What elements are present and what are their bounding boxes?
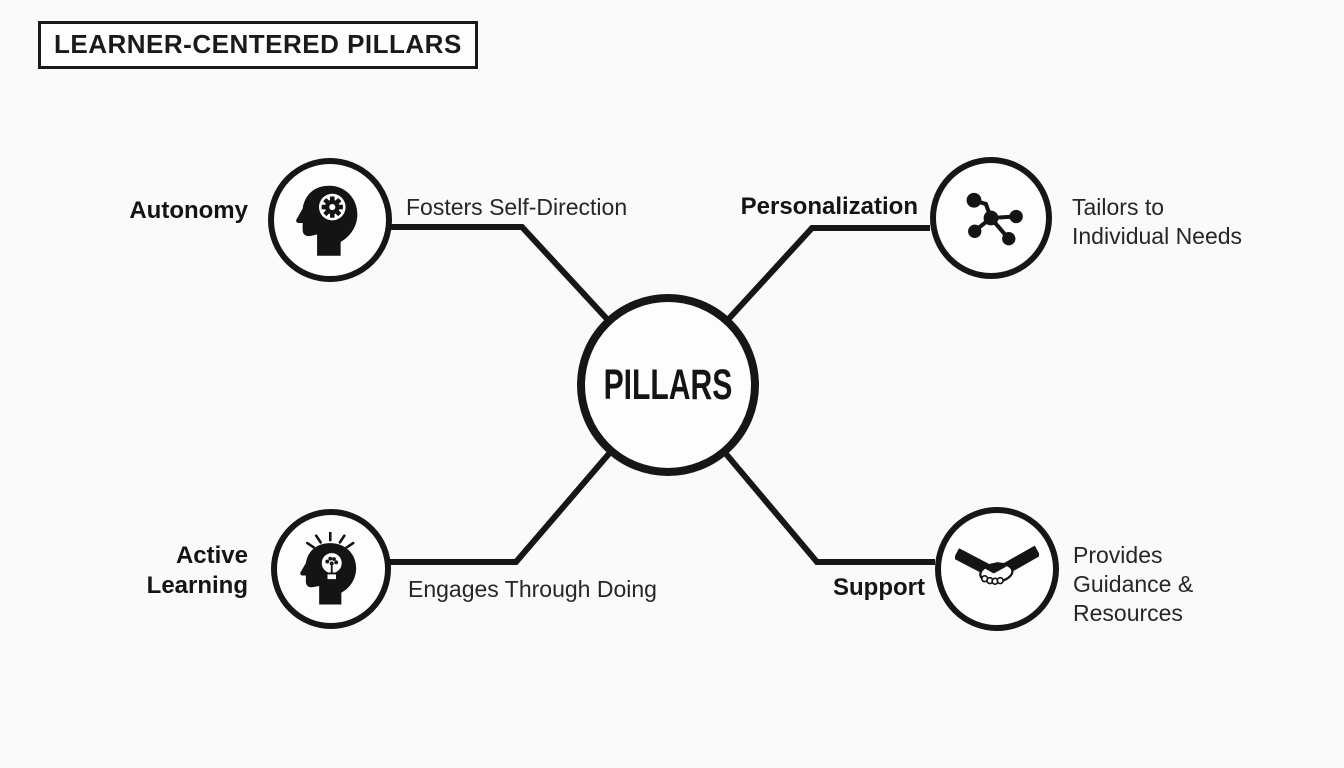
- active-learning-label: Active Learning: [146, 542, 248, 599]
- personalization-label: Personalization: [740, 193, 918, 220]
- title-box: LEARNER-CENTERED PILLARS: [38, 21, 478, 69]
- handshake-icon: [955, 545, 1039, 585]
- support-node-circle: [935, 507, 1059, 631]
- support-label: Support: [833, 574, 925, 601]
- personalization-description: Tailors to Individual Needs: [1072, 194, 1243, 249]
- center-node-circle: PILLARS: [577, 294, 759, 476]
- support-description: Provides Guidance & Resources: [1073, 542, 1194, 626]
- active-learning-description: Engages Through Doing: [408, 576, 657, 602]
- center-node-label: PILLARS: [603, 360, 733, 409]
- diagram-title: LEARNER-CENTERED PILLARS: [54, 29, 462, 59]
- network-icon: [966, 192, 1023, 246]
- head-lightbulb-icon: [300, 532, 357, 605]
- active-learning-node-circle: [271, 509, 391, 629]
- personalization-node-circle: [930, 157, 1052, 279]
- head-gear-icon: [296, 185, 358, 256]
- autonomy-description: Fosters Self-Direction: [406, 194, 628, 220]
- autonomy-label: Autonomy: [129, 197, 248, 224]
- autonomy-node-circle: [268, 158, 392, 282]
